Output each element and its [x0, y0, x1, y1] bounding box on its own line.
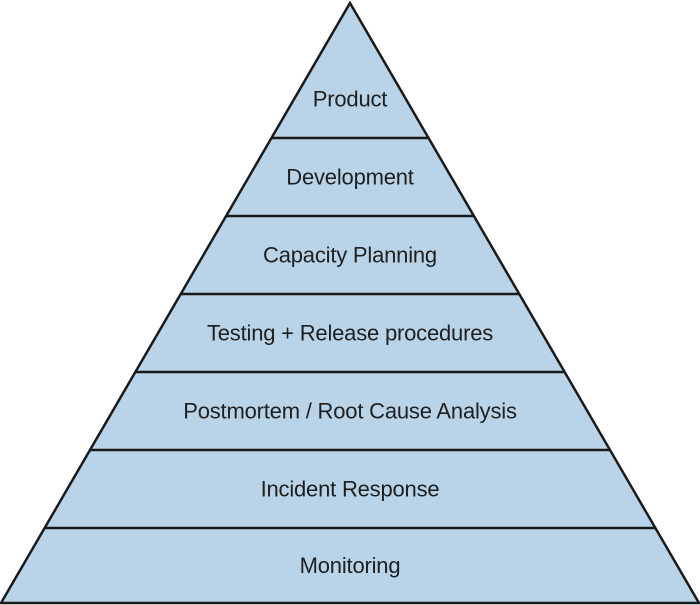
tier-development-label: Development — [286, 165, 414, 190]
tier-capacity-planning-label: Capacity Planning — [263, 243, 437, 268]
tier-postmortem-root-cause-analysis-label: Postmortem / Root Cause Analysis — [183, 399, 517, 424]
tier-capacity-planning-band — [180, 216, 520, 294]
pyramid-tier-dividers — [44, 136, 656, 530]
tier-postmortem-root-cause-analysis-band — [89, 372, 611, 450]
tier-incident-response-band — [44, 450, 656, 528]
tier-testing-release-procedures-band — [135, 294, 565, 372]
tier-product-band — [271, 3, 429, 138]
tier-incident-response-label: Incident Response — [261, 477, 440, 502]
tier-monitoring-label: Monitoring — [300, 553, 401, 578]
tier-monitoring-band — [1, 528, 699, 603]
tier-development-band — [226, 138, 474, 216]
pyramid-tier-fills — [1, 3, 699, 603]
tier-product-label: Product — [313, 87, 388, 112]
tier-testing-release-procedures-label: Testing + Release procedures — [207, 321, 493, 346]
